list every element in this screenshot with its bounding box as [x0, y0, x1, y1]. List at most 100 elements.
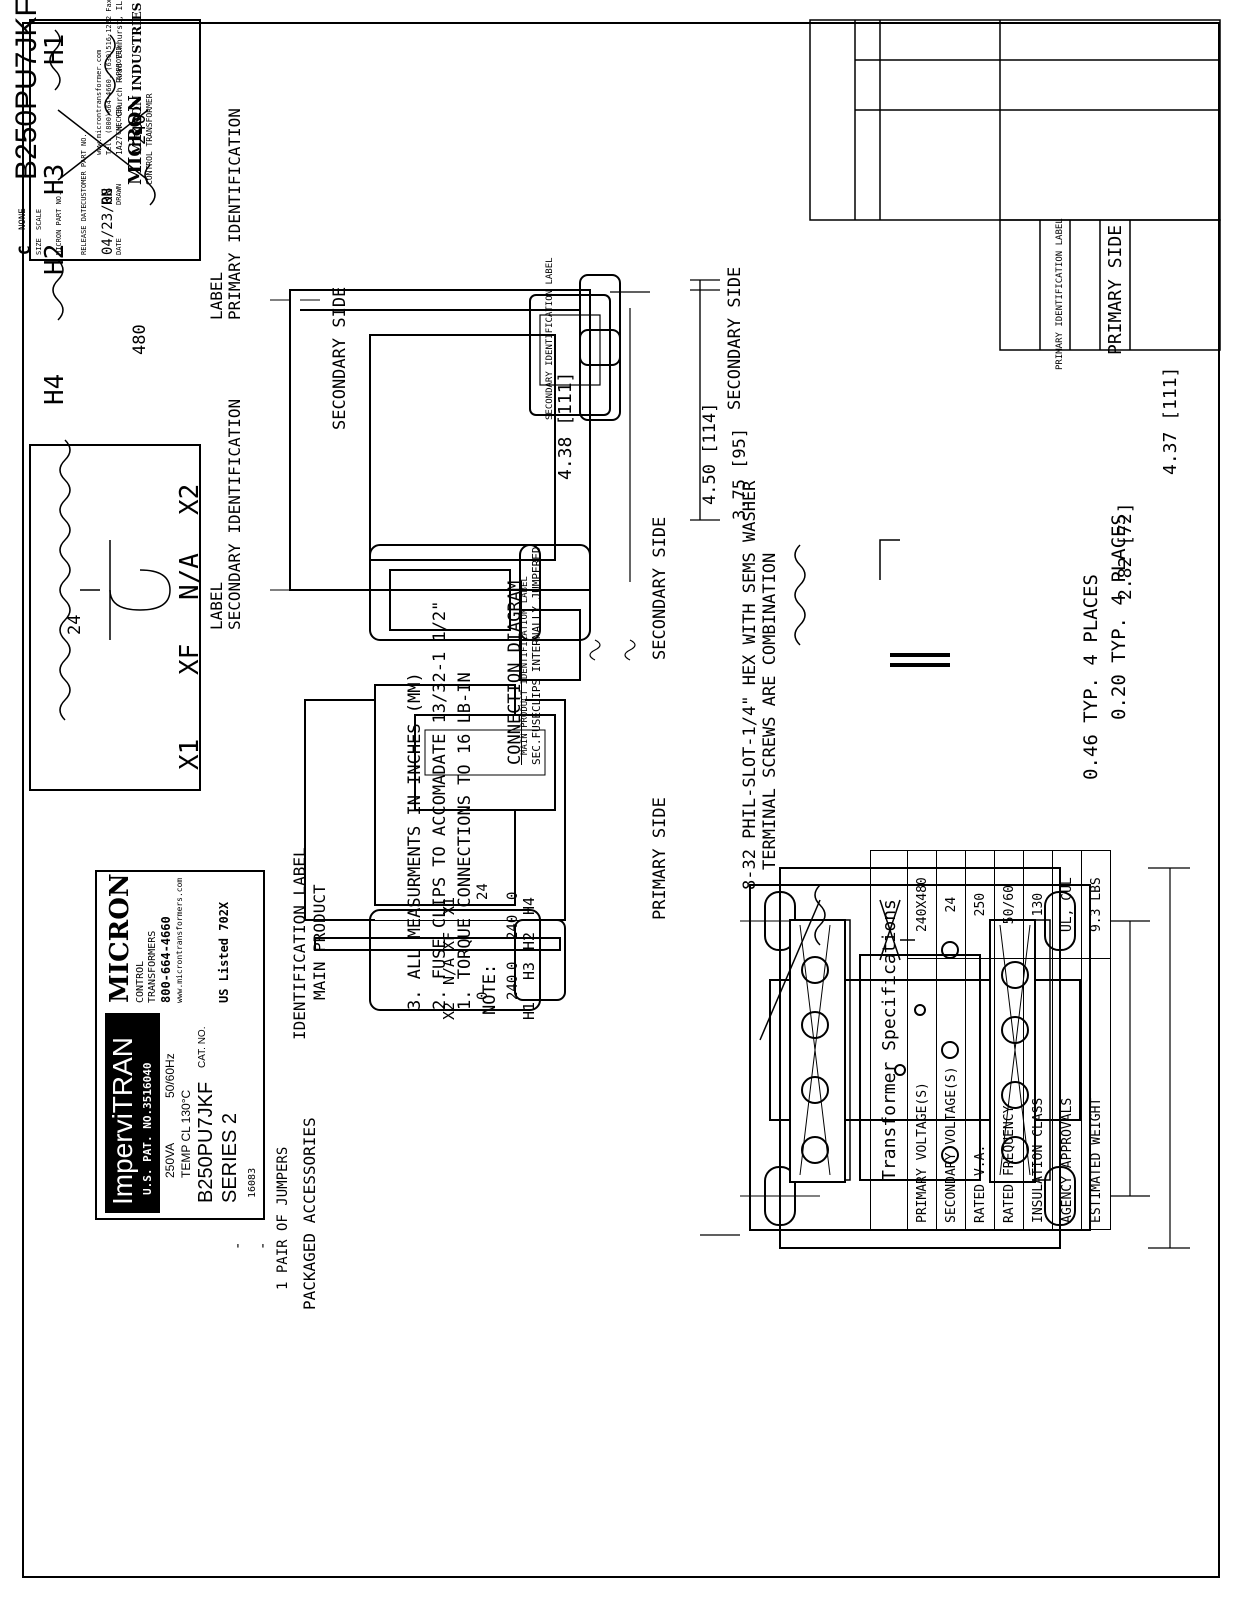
conn-na: N/A [440, 957, 458, 985]
notes-header: NOTE: [480, 963, 500, 1015]
conn-h3: H3 [520, 961, 538, 980]
conn-h4: H4 [520, 896, 538, 915]
dim-overall-height: 4.38 [111] [555, 371, 576, 480]
accessories-dash-2: - [230, 1241, 246, 1250]
label-va: 250VA [163, 1142, 177, 1178]
plan-dimensions [690, 279, 1190, 1249]
tb-checked-label: CHECKED [115, 105, 123, 135]
primary-h3: H3 [40, 163, 70, 195]
tb-web: www.microntransformer.com [95, 49, 103, 155]
main-product-label: MICRON CONTROL TRANSFORMERS 800-664-4660… [95, 870, 265, 1220]
label-cat-no: CAT. NO. [197, 1026, 208, 1068]
connection-diagram-lines [794, 539, 950, 961]
label-sub2: TRANSFORMERS [147, 930, 158, 1003]
terminal-note-1: TERMINAL SCREWS ARE COMBINATION [760, 552, 780, 870]
label-phone: 800-664-4660 [159, 916, 173, 1003]
connection-sub: SEC.FUSECLIPS INTERNALLY JUMPERED [530, 546, 543, 765]
label-listing: US Listed 702X [217, 901, 231, 1003]
primary-label-title-1: PRIMARY IDENTIFICATION [225, 108, 244, 320]
main-label-title-1: MAIN PRODUCT [310, 884, 329, 1000]
tb-drawn: RN [100, 188, 116, 205]
conn-0b: 0 [505, 961, 521, 970]
secondary-24: 24 [65, 614, 85, 635]
dim-slot-width: 0.20 TYP. 4 PLACES [1108, 514, 1130, 720]
label-brand: MICRON [105, 873, 135, 1003]
small-secondary-id-label: SECONDARY IDENTIFICATION LABEL [545, 257, 555, 420]
tb-part-number: B250PU7JKF [10, 0, 43, 180]
conn-0c: 0 [475, 991, 491, 1000]
accessories-title: PACKAGED ACCESSORIES [300, 1117, 319, 1310]
note-1: 1. TORQUE CONNECTIONS TO 16 LB-IN [455, 672, 475, 1010]
secondary-xf: XF [175, 643, 205, 675]
secondary-na: N/A [175, 553, 205, 600]
specifications-table: Transformer Specifications PRIMARY VOLTA… [870, 850, 1111, 1230]
secondary-label-title-2: LABEL [207, 581, 226, 630]
tb-customer-label: CUSTOMER PART NO. [80, 133, 88, 205]
primary-h1: H1 [40, 33, 70, 65]
tb-contact: Tel. (800)664-4660, (630)516-1222 Fax (6… [105, 0, 113, 155]
label-code: 16083 [247, 1167, 258, 1198]
tb-micron-label: MICRON PART NO. [55, 191, 63, 255]
dim-base-length: 4.50 [114] [700, 402, 720, 505]
tb-size-label: SIZE [35, 238, 43, 255]
primary-480: 480 [130, 324, 150, 355]
side-view [270, 274, 621, 591]
tb-logo-sub: CONTROL TRANSFORMER [145, 93, 154, 185]
end-secondary-side: SECONDARY SIDE [650, 516, 670, 660]
conn-x2: X2 [440, 1001, 458, 1020]
side-secondary-side: SECONDARY SIDE [330, 286, 350, 430]
tb-scale: NONE [18, 208, 28, 230]
main-label-title-2: IDENTIFICATION LABEL [290, 847, 309, 1040]
accessories-item: 1 PAIR OF JUMPERS [275, 1146, 291, 1290]
terminal-note-2: 8-32 PHIL-SLOT-1/4" HEX WITH SEMS WASHER [740, 480, 760, 890]
conn-h2: H2 [520, 931, 538, 950]
label-product-banner: ImperviTRAN U.S. PAT. NO.3516040 [105, 1013, 160, 1213]
end-primary-side: PRIMARY SIDE [650, 797, 670, 920]
label-web: www.microntransformers.com [175, 877, 184, 1003]
tb-logo: MICRON [125, 95, 146, 185]
label-series: SERIES 2 [219, 1112, 241, 1203]
tb-scale-label: SCALE [35, 208, 43, 230]
tb-approved-label: APPROVED [115, 46, 123, 80]
label-patent: U.S. PAT. NO.3516040 [141, 1062, 154, 1195]
secondary-x1: X1 [175, 738, 205, 770]
dim-overall-width: 4.37 [111] [1160, 366, 1181, 475]
small-primary-id-label: PRIMARY IDENTIFICATION LABEL [1055, 218, 1065, 370]
conn-x1: X1 [440, 896, 458, 915]
secondary-x2: X2 [175, 483, 205, 515]
specs-row: PRIMARY VOLTAGE(S)240X480 [907, 850, 937, 1230]
conn-24: 24 [475, 883, 491, 900]
label-hz: 50/60Hz [163, 1053, 177, 1098]
connection-title: CONNECTION DIAGRAM [505, 580, 525, 765]
accessories-dash-1: - [255, 1241, 271, 1250]
label-cat: B250PU7JKF [195, 1081, 217, 1203]
primary-label-diagram [29, 19, 201, 321]
conn-240a: 240 [505, 914, 521, 940]
conn-h1: H1 [520, 1001, 538, 1020]
title-block-lines [809, 19, 1221, 351]
specs-row: RATED V.A.250 [965, 850, 995, 1230]
specs-title: Transformer Specifications [870, 850, 908, 1230]
plan-secondary-side: SECONDARY SIDE [725, 266, 745, 410]
primary-terminal-strip [989, 919, 1036, 1183]
dim-slot-length: 0.46 TYP. 4 PLACES [1080, 574, 1102, 780]
specs-row: SECONDARY VOLTAGE(S)24 [936, 850, 966, 1230]
end-view [304, 544, 636, 1011]
label-sub1: CONTROL [135, 960, 146, 1003]
label-product: ImperviTRAN [107, 1036, 138, 1205]
primary-label-title-2: LABEL [207, 271, 226, 320]
secondary-label-title-1: SECONDARY IDENTIFICATION [225, 398, 244, 630]
tb-date-label: DATE [115, 238, 123, 255]
conn-240b: 240 [505, 974, 521, 1000]
tb-release-label: RELEASE DATE [80, 204, 88, 255]
secondary-label-diagram [29, 439, 201, 791]
label-temp: TEMP CL 130°C [179, 1089, 193, 1178]
plan-primary-side: PRIMARY SIDE [1105, 224, 1126, 355]
note-3: 3. ALL MEASURMENTS IN INCHES (MM) [405, 672, 425, 1010]
